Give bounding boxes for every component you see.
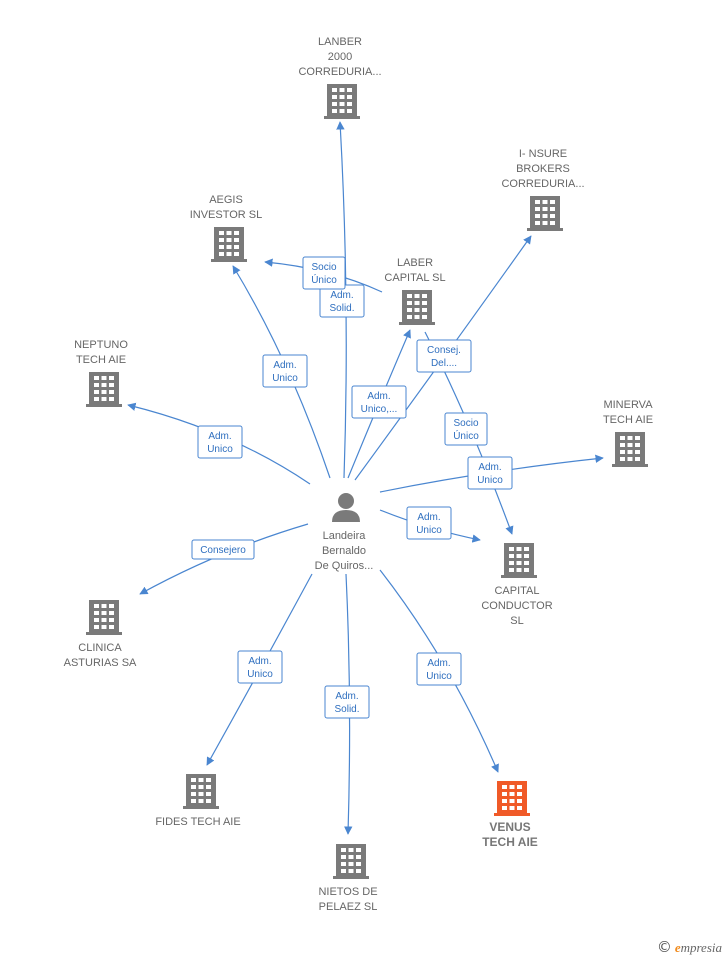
building-icon (399, 290, 435, 325)
svg-text:CAPITAL SL: CAPITAL SL (384, 272, 445, 284)
company-node-venus[interactable]: VENUS TECH AIE (482, 781, 538, 849)
svg-text:Adm.: Adm. (417, 512, 440, 523)
svg-text:SL: SL (510, 615, 523, 627)
building-icon (86, 372, 122, 407)
svg-text:I- NSURE: I- NSURE (519, 148, 567, 160)
svg-text:AEGIS: AEGIS (209, 194, 243, 206)
company-node-neptuno[interactable]: NEPTUNO TECH AIE (74, 339, 128, 407)
svg-text:Adm.: Adm. (478, 462, 501, 473)
svg-text:CORREDURIA...: CORREDURIA... (501, 178, 584, 190)
svg-text:Del....: Del.... (431, 358, 457, 369)
edge-label-nietos[interactable]: Adm. Solid. (324, 685, 370, 719)
svg-text:LABER: LABER (397, 257, 433, 269)
svg-text:Unico,...: Unico,... (361, 404, 398, 415)
svg-text:PELAEZ SL: PELAEZ SL (319, 901, 378, 913)
center-label-line-2: Bernaldo (322, 545, 366, 557)
edge-label-laber-aegis[interactable]: Socio Único (302, 256, 346, 290)
svg-text:NEPTUNO: NEPTUNO (74, 339, 128, 351)
svg-text:Adm.: Adm. (248, 656, 271, 667)
svg-text:TECH AIE: TECH AIE (603, 414, 653, 426)
building-icon (612, 432, 648, 467)
svg-text:Consej.: Consej. (427, 345, 461, 356)
building-icon (501, 543, 537, 578)
svg-text:TECH AIE: TECH AIE (482, 835, 538, 849)
svg-text:CLINICA: CLINICA (78, 642, 122, 654)
svg-text:Unico: Unico (272, 373, 298, 384)
edge-label-minerva[interactable]: Adm. Unico (467, 456, 513, 490)
person-icon (332, 493, 360, 522)
svg-text:TECH AIE: TECH AIE (76, 354, 126, 366)
svg-text:MINERVA: MINERVA (603, 399, 653, 411)
svg-text:Adm.: Adm. (335, 691, 358, 702)
svg-text:Unico: Unico (247, 669, 273, 680)
building-icon (211, 227, 247, 262)
edge-label-laber-capital[interactable]: Socio Único (444, 412, 488, 446)
company-node-minerva[interactable]: MINERVA TECH AIE (603, 399, 653, 467)
company-node-aegis[interactable]: AEGIS INVESTOR SL (190, 194, 263, 262)
edge-label-insure[interactable]: Consej. Del.... (416, 339, 472, 373)
building-icon (86, 600, 122, 635)
edge-label-fides[interactable]: Adm. Unico (237, 650, 283, 684)
svg-text:Consejero: Consejero (200, 545, 246, 556)
empresia-logo: ©empresia (656, 938, 722, 956)
svg-text:BROKERS: BROKERS (516, 163, 570, 175)
building-icon (183, 774, 219, 809)
company-node-clinica[interactable]: CLINICA ASTURIAS SA (64, 600, 137, 669)
company-node-capital[interactable]: CAPITAL CONDUCTOR SL (481, 543, 553, 627)
company-node-lanber[interactable]: LANBER 2000 CORREDURIA... (298, 36, 382, 119)
company-node-insure[interactable]: I- NSURE BROKERS CORREDURIA... (501, 148, 585, 231)
svg-text:INVESTOR SL: INVESTOR SL (190, 209, 263, 221)
svg-text:Único: Único (453, 429, 479, 442)
svg-text:CONDUCTOR: CONDUCTOR (481, 600, 552, 612)
svg-text:LANBER: LANBER (318, 36, 362, 48)
svg-text:VENUS: VENUS (489, 820, 530, 834)
svg-text:Adm.: Adm. (330, 290, 353, 301)
svg-text:2000: 2000 (328, 51, 352, 63)
svg-text:NIETOS DE: NIETOS DE (318, 886, 377, 898)
center-label-line-3: De Quiros... (315, 560, 374, 572)
center-person-node[interactable]: Landeira Bernaldo De Quiros... (315, 493, 374, 572)
edge-label-clinica[interactable]: Consejero (191, 539, 255, 560)
svg-text:Unico: Unico (426, 671, 452, 682)
svg-text:Único: Único (311, 273, 337, 286)
svg-text:CAPITAL: CAPITAL (494, 585, 539, 597)
building-icon (324, 84, 360, 119)
svg-text:Unico: Unico (207, 444, 233, 455)
svg-text:Adm.: Adm. (273, 360, 296, 371)
center-label-line-1: Landeira (323, 530, 367, 542)
edge-label-laber[interactable]: Adm. Unico,... (351, 385, 407, 419)
building-icon (527, 196, 563, 231)
building-icon (494, 781, 530, 816)
company-node-nietos[interactable]: NIETOS DE PELAEZ SL (318, 844, 378, 913)
edge-label-neptuno[interactable]: Adm. Unico (197, 425, 243, 459)
svg-text:Socio: Socio (453, 418, 478, 429)
edge-label-lanber[interactable]: Adm. Solid. (319, 284, 365, 318)
svg-text:Adm.: Adm. (367, 391, 390, 402)
copyright-icon: © (656, 938, 672, 956)
company-node-laber[interactable]: LABER CAPITAL SL (384, 257, 446, 325)
svg-text:ASTURIAS SA: ASTURIAS SA (64, 657, 137, 669)
svg-text:Unico: Unico (477, 475, 503, 486)
edge-label-aegis[interactable]: Adm. Unico (262, 354, 308, 388)
svg-text:Adm.: Adm. (427, 658, 450, 669)
edge-labels: Adm. Solid. Adm. Unico Adm. Unico,... So… (191, 256, 513, 719)
svg-text:Adm.: Adm. (208, 431, 231, 442)
building-icon (333, 844, 369, 879)
svg-text:FIDES TECH AIE: FIDES TECH AIE (155, 816, 240, 828)
svg-text:Unico: Unico (416, 525, 442, 536)
svg-text:Solid.: Solid. (334, 704, 359, 715)
edge-label-capital[interactable]: Adm. Unico (406, 506, 452, 540)
svg-text:Solid.: Solid. (329, 303, 354, 314)
svg-text:Socio: Socio (311, 262, 336, 273)
company-node-fides[interactable]: FIDES TECH AIE (155, 774, 241, 828)
edge-label-venus[interactable]: Adm. Unico (416, 652, 462, 686)
svg-text:CORREDURIA...: CORREDURIA... (298, 66, 381, 78)
